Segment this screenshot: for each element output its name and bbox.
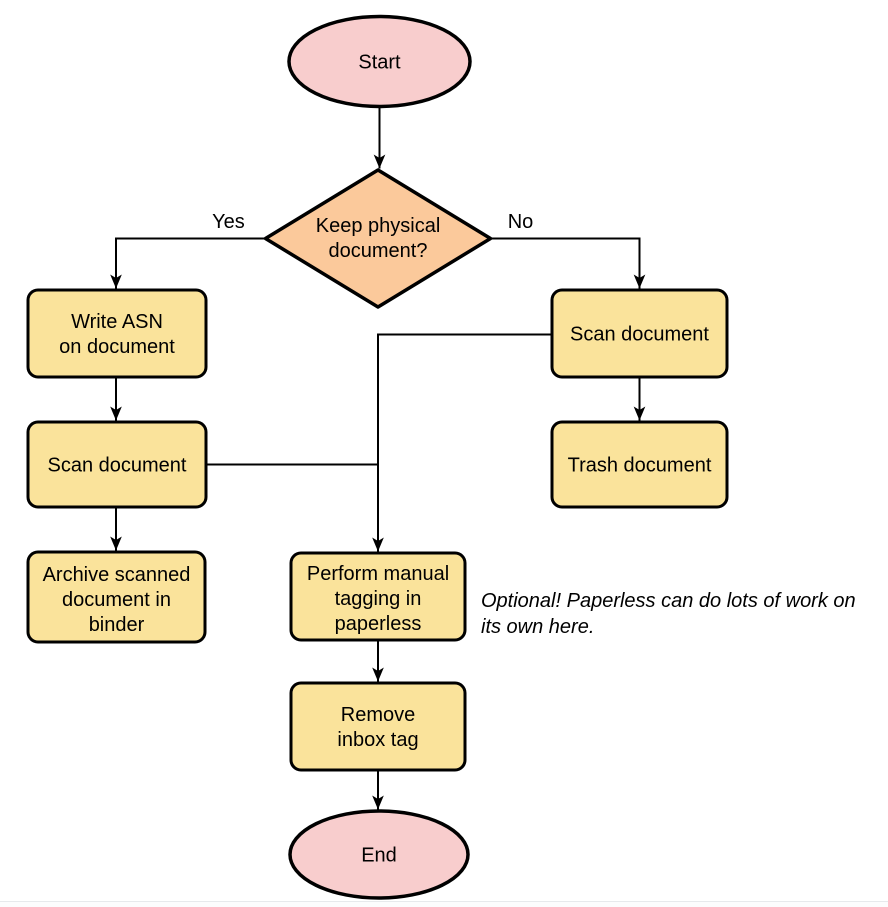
node-decision-keep-physical: Keep physical document? <box>263 168 493 309</box>
edges <box>110 106 646 810</box>
node-end: End <box>288 809 470 900</box>
node-manual-tagging: Perform manual tagging in paperless <box>289 551 467 642</box>
end-label: End <box>361 845 397 867</box>
node-remove-inbox-tag: Remove inbox tag <box>289 681 467 772</box>
write-asn-label-line2: on document <box>59 336 175 358</box>
remove-inbox-tag-box <box>289 681 467 772</box>
manual-tagging-box <box>289 551 467 642</box>
optional-note-line2: its own here. <box>481 616 594 638</box>
optional-note-line1: Optional! Paperless can do lots of work … <box>481 590 856 612</box>
manual-tagging-label-line2: tagging in <box>335 588 422 610</box>
manual-tagging-label-line1: Perform manual <box>307 563 449 585</box>
node-scan-document-left: Scan document <box>26 420 208 509</box>
edge-decision-no-to-scan-right <box>490 237 646 289</box>
edge-decision-yes-to-write-asn <box>110 237 266 289</box>
trash-document-box <box>550 420 729 509</box>
node-start: Start <box>287 14 472 109</box>
node-trash-document: Trash document <box>550 420 729 509</box>
archive-binder-label-line2: document in <box>62 589 171 611</box>
edge-scan-right-to-tagging <box>372 333 552 552</box>
archive-binder-box <box>26 550 207 644</box>
trash-document-label: Trash document <box>568 455 712 477</box>
archive-binder-label-line3: binder <box>89 614 145 636</box>
write-asn-box <box>26 288 208 379</box>
scan-document-right-box <box>550 288 729 379</box>
node-archive-binder: Archive scanned document in binder <box>26 550 207 644</box>
start-ellipse <box>287 14 472 109</box>
manual-tagging-label-line3: paperless <box>335 613 422 635</box>
decision-label-line1: Keep physical <box>316 215 441 237</box>
node-write-asn: Write ASN on document <box>26 288 208 379</box>
remove-inbox-tag-label-line1: Remove <box>341 704 415 726</box>
end-ellipse <box>288 809 470 900</box>
scan-document-left-label: Scan document <box>48 455 187 477</box>
archive-binder-label-line1: Archive scanned <box>43 564 191 586</box>
scan-document-right-label: Scan document <box>570 324 709 346</box>
remove-inbox-tag-label-line2: inbox tag <box>337 729 418 751</box>
optional-note: Optional! Paperless can do lots of work … <box>481 590 856 638</box>
edge-label-no: No <box>508 211 534 233</box>
write-asn-label-line1: Write ASN <box>71 311 163 333</box>
node-scan-document-right: Scan document <box>550 288 729 379</box>
decision-label-line2: document? <box>329 240 428 262</box>
decision-diamond <box>263 168 493 309</box>
start-label: Start <box>358 52 401 74</box>
page-footer-strip <box>0 902 888 907</box>
edge-label-yes: Yes <box>212 211 245 233</box>
scan-document-left-box <box>26 420 208 509</box>
